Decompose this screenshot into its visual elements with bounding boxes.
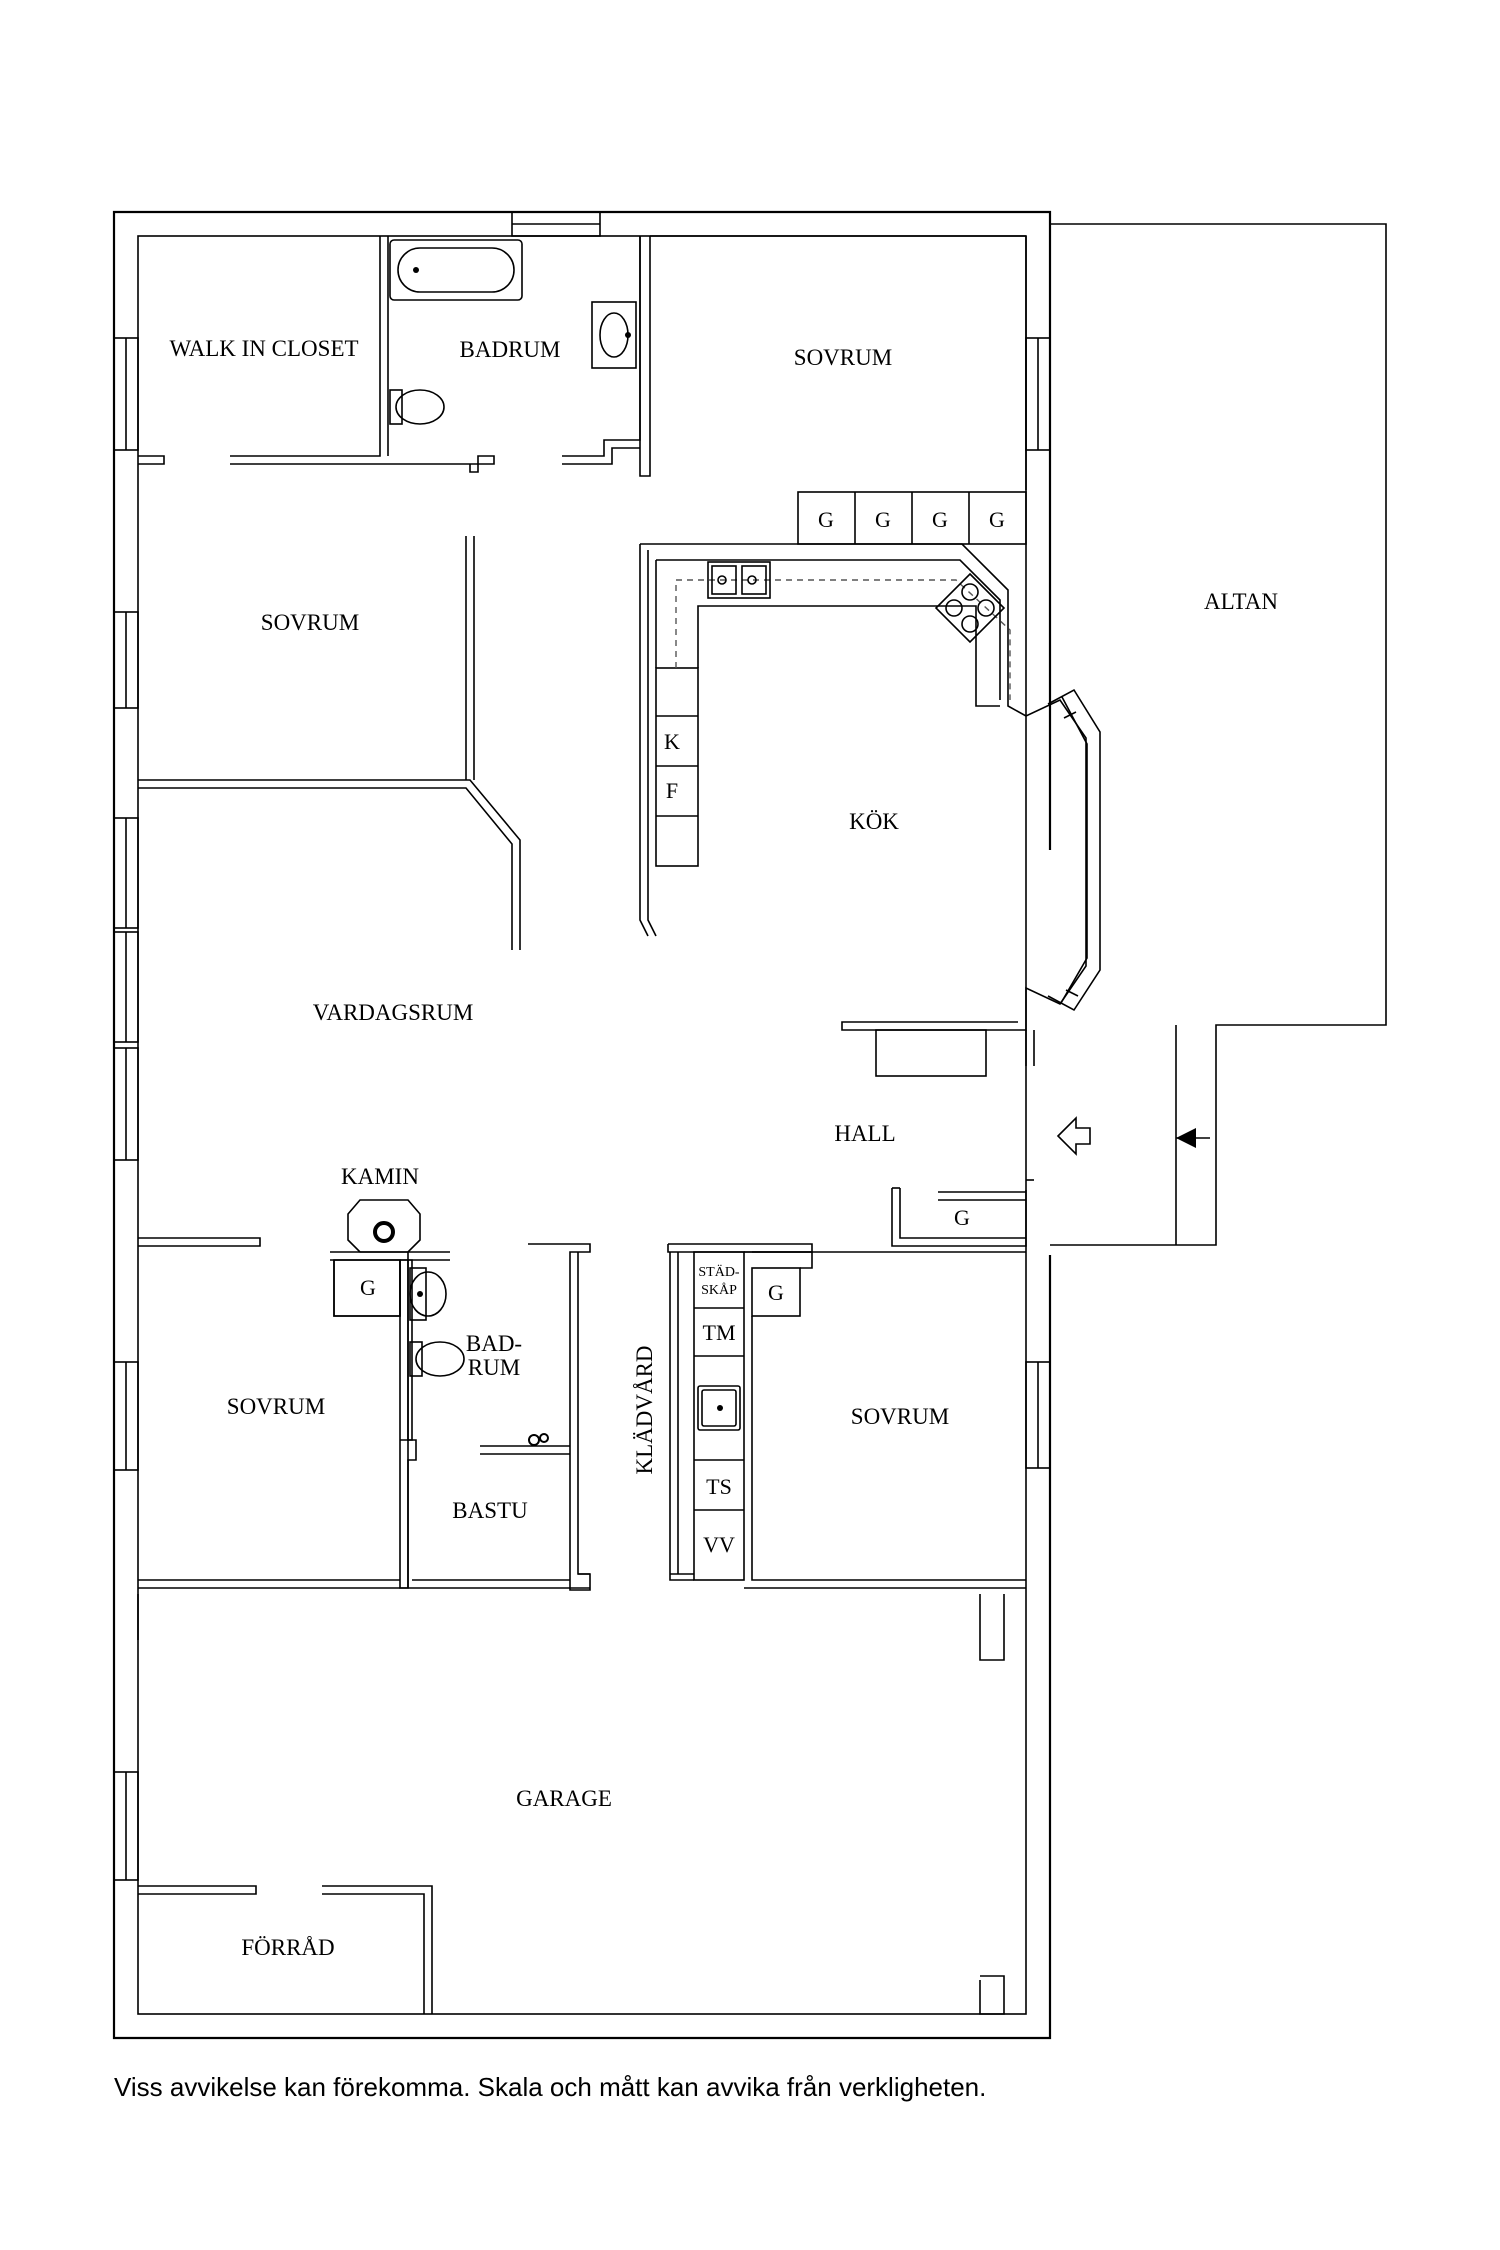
stadskap-label-1: STÄD- — [698, 1263, 740, 1280]
altan-terrace — [1050, 223, 1387, 1246]
room-label-bad-rum-2: RUM — [468, 1355, 520, 1380]
room-label-kamin: KAMIN — [341, 1164, 419, 1189]
room-label-walk-in-closet: WALK IN CLOSET — [169, 336, 358, 361]
freezer-label-f: F — [666, 778, 678, 803]
windows — [113, 211, 1051, 1881]
stadskap-label-2: SKÅP — [701, 1282, 737, 1298]
room-label-bastu: BASTU — [452, 1498, 528, 1523]
room-label-sovrum-top-right: SOVRUM — [794, 345, 892, 370]
room-label-sovrum-bottom-left: SOVRUM — [227, 1394, 325, 1419]
room-label-sovrum-bottom-right: SOVRUM — [851, 1404, 949, 1429]
wardrobe-label-g4: G — [989, 507, 1005, 532]
bad-wardrobe-label-g: G — [360, 1275, 376, 1300]
laundry-wardrobe-label-g: G — [768, 1280, 784, 1305]
dryer-label-tm: TM — [703, 1320, 736, 1345]
wardrobe-label-g3: G — [932, 507, 948, 532]
room-label-forrad: FÖRRÅD — [241, 1935, 334, 1960]
room-label-hall: HALL — [834, 1121, 895, 1146]
exterior-walls — [112, 210, 1052, 2040]
wardrobe-label-g1: G — [818, 507, 834, 532]
water-heater-label-vv: VV — [703, 1532, 735, 1557]
fridge-label-k: K — [664, 729, 680, 754]
room-label-badrum: BADRUM — [460, 337, 561, 362]
interior-walls — [137, 235, 1101, 2015]
room-label-kok: KÖK — [849, 809, 899, 834]
wardrobe-label-g2: G — [875, 507, 891, 532]
room-label-bad-rum-1: BAD- — [466, 1331, 522, 1356]
fixture-labels: G G G G K F G G G STÄD- SKÅP TM TS VV — [360, 507, 1005, 1557]
dryer-label-ts: TS — [706, 1474, 732, 1499]
entrance-open-arrow-icon — [1056, 1116, 1091, 1156]
room-labels: WALK IN CLOSET BADRUM SOVRUM SOVRUM ALTA… — [169, 336, 1278, 1960]
room-label-sovrum-left: SOVRUM — [261, 610, 359, 635]
room-label-kladvard: KLÄDVÅRD — [632, 1345, 657, 1474]
disclaimer-text: Viss avvikelse kan förekomma. Skala och … — [114, 2072, 987, 2102]
room-label-altan: ALTAN — [1204, 589, 1278, 614]
room-label-vardagsrum: VARDAGSRUM — [313, 1000, 474, 1025]
entrance-arrow-icon — [1176, 1128, 1196, 1148]
hall-wardrobe-label-g: G — [954, 1205, 970, 1230]
room-label-garage: GARAGE — [516, 1786, 612, 1811]
